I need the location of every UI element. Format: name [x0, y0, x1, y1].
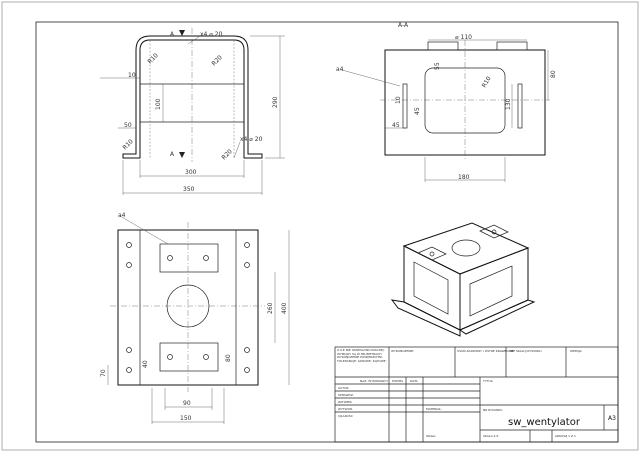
mounting-hole	[126, 262, 132, 268]
drawing-name: sw_wentylator	[508, 417, 581, 428]
dim-label-180: 180	[458, 174, 470, 181]
sheet-size: A3	[608, 415, 616, 422]
top-plate	[159, 243, 219, 273]
no-scale-label: NIE SKALUJ RYSUNKU	[510, 349, 542, 353]
title-block: O ILE NIE OKREŚLONO INACZEJ: WYMIARY SĄ …	[334, 346, 619, 443]
row-label-author: AUTOR	[338, 386, 349, 390]
iso-left-face	[403, 245, 461, 331]
radius-label-bottom-left: R10	[121, 138, 134, 151]
front-view-outline	[122, 35, 263, 159]
general-note: O ILE NIE OKREŚLONO INACZEJ: WYMIARY SĄ …	[337, 349, 387, 363]
mounting-hole	[244, 367, 250, 373]
row-label-approved: ZATWIER.	[338, 400, 352, 404]
mounting-hole	[203, 354, 209, 360]
bottom-plate	[159, 342, 219, 372]
revision-label: WERSJA	[570, 349, 583, 353]
mounting-hole	[203, 255, 209, 261]
table-header-signature: PODPIS	[392, 379, 403, 383]
section-view: A-A a4 ⌀ 110 55 80 R10 10 45 45 130 180	[336, 22, 557, 182]
top-weld-note: a4	[118, 212, 126, 219]
weight-label: WAGA:	[426, 434, 436, 438]
dim-label-130: 130	[505, 98, 512, 110]
dim-label-10: 10	[395, 96, 402, 104]
mounting-hole	[126, 242, 132, 248]
material-label: MATERIAŁ:	[426, 407, 442, 411]
deburr-label: USUŃ ZADZIORY I OSTRE KRAWĘDZIE	[457, 348, 514, 353]
mounting-hole	[244, 262, 250, 268]
dim-label-80: 80	[550, 70, 557, 78]
sheet-inner-border	[35, 21, 619, 443]
dim-label-150: 150	[180, 415, 192, 422]
dim-label-290: 290	[272, 96, 279, 108]
dim-label-260: 260	[267, 302, 274, 314]
isometric-view	[390, 222, 536, 337]
radius-label-left: R10	[146, 52, 159, 65]
dim-label-100: 100	[155, 98, 162, 110]
dim-label-70: 70	[100, 369, 107, 377]
dim-label-dia-110: ⌀ 110	[455, 34, 472, 41]
title-label: TYTUŁ:	[482, 379, 493, 383]
section-weld-note: a4	[336, 66, 344, 73]
table-header-date: DATA	[410, 379, 419, 383]
top-view: a4 260 400 40 80 70 90 150	[100, 212, 290, 424]
dim-label-90: 90	[183, 400, 191, 407]
dim-label-r10: R10	[481, 75, 493, 89]
section-arrow-top	[179, 30, 185, 36]
center-hole	[166, 284, 210, 328]
mounting-hole	[244, 242, 250, 248]
dim-label-350: 350	[183, 186, 195, 193]
drawing-no-label: NR RYSUNKU	[483, 408, 502, 412]
row-label-manufactured: WYTWOR.	[338, 407, 353, 411]
row-label-quality: CJŁAKOŚĆ	[338, 413, 353, 418]
radius-label-bottom-right: R20	[220, 148, 233, 161]
scale-label: SKALA:1:5	[483, 434, 499, 438]
dim-label-50: 50	[124, 122, 132, 129]
dim-label-45-h: 45	[392, 122, 400, 129]
row-label-checked: SPRAWDZ.	[338, 393, 354, 397]
hole-note-top: x4 ⌀ 20	[200, 31, 223, 38]
dim-label-10: 10	[128, 72, 136, 79]
iso-top-hole	[451, 239, 481, 257]
mounting-hole	[126, 367, 132, 373]
front-view: A A x4 ⌀ 20 x4 ⌀ 20 R10 R20 R10 R20 10 1…	[100, 28, 285, 195]
dim-label-55: 55	[434, 62, 441, 70]
dim-label-300: 300	[185, 169, 197, 176]
section-marker-bottom: A	[170, 151, 175, 158]
dim-label-400: 400	[281, 302, 288, 314]
table-header-name: NAZ. WYKONAWCY	[360, 379, 388, 383]
radius-label-right: R20	[210, 54, 223, 67]
section-marker-top: A	[170, 31, 175, 38]
sheet-label: ARKUSZ 1 Z 1	[555, 434, 576, 438]
dim-label-45-v: 45	[414, 107, 421, 115]
section-title: A-A	[398, 22, 409, 29]
mounting-hole	[167, 354, 173, 360]
mounting-hole	[167, 255, 173, 261]
mounting-hole	[126, 347, 132, 353]
section-arrow-bottom	[179, 152, 185, 158]
mounting-holes	[126, 242, 250, 373]
dim-label-40: 40	[142, 360, 149, 368]
hole-note-bottom: x4 ⌀ 20	[240, 136, 263, 143]
dim-label-80: 80	[225, 354, 232, 362]
finish-label: WYKOŃCZENIE:	[391, 348, 414, 353]
mounting-hole	[244, 347, 250, 353]
